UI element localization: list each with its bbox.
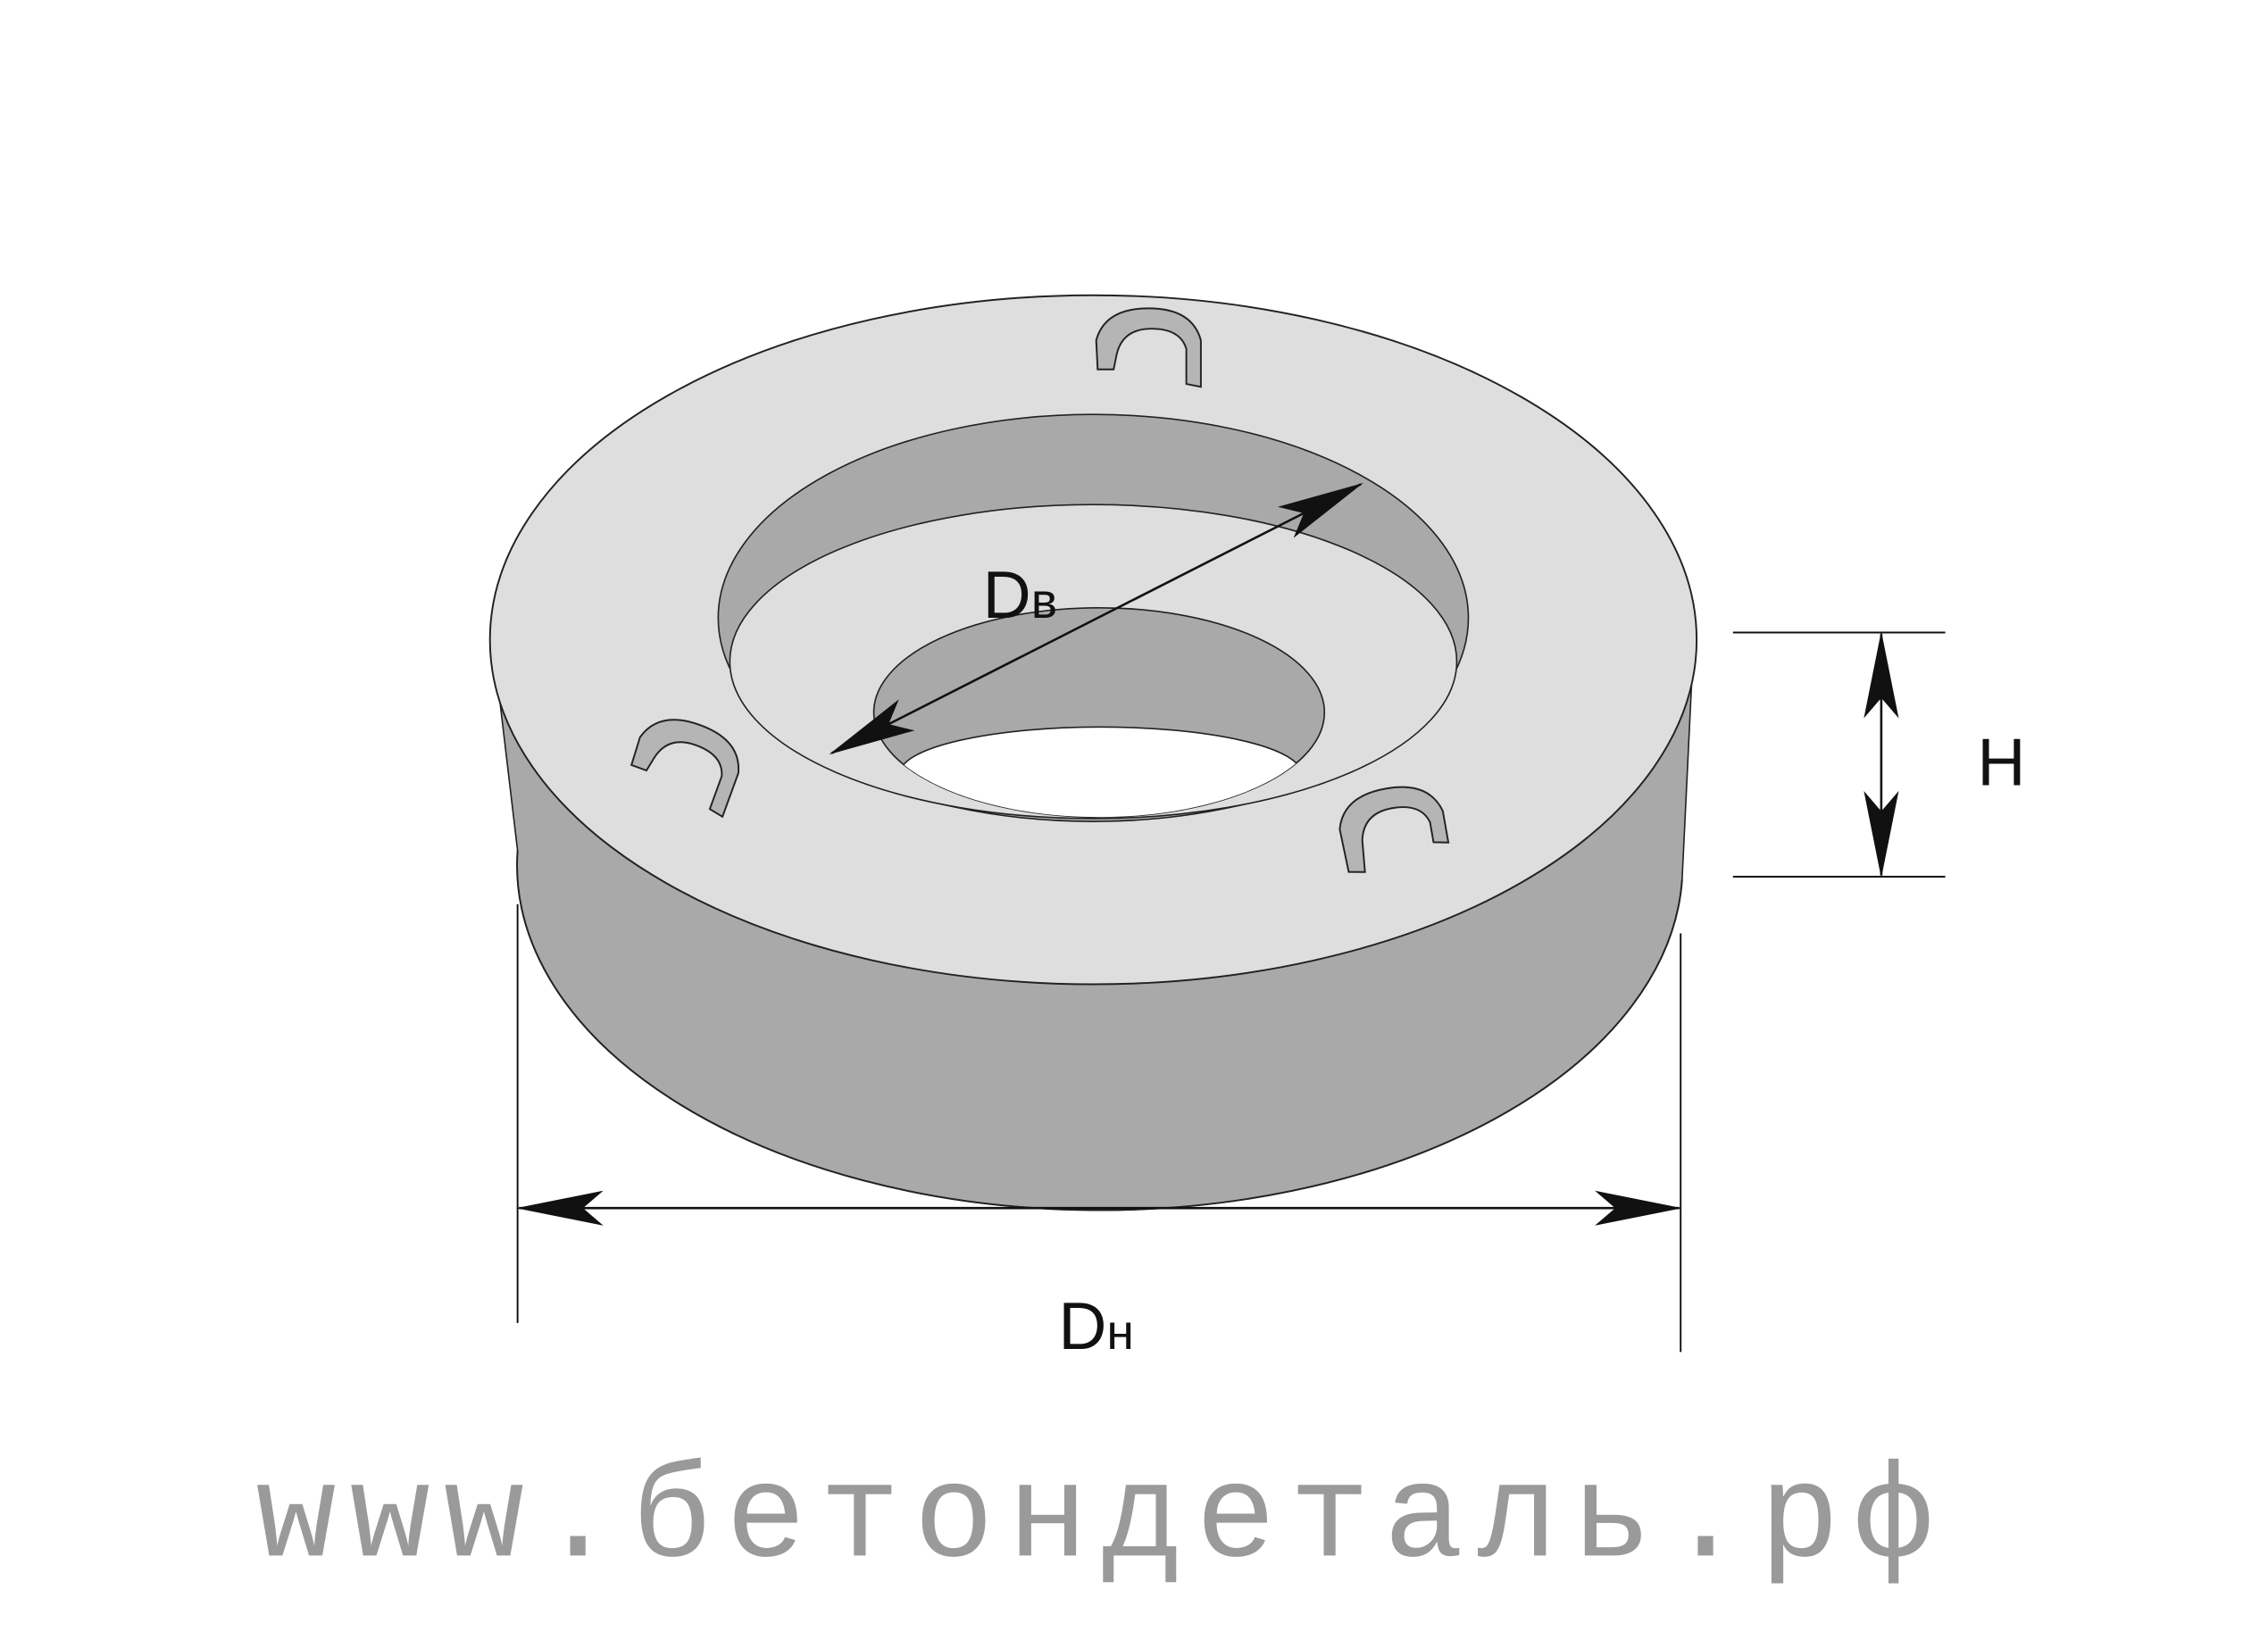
lifting-loop-icon: [630, 719, 739, 819]
watermark: www.бетондеталь.рф: [256, 1444, 1943, 1595]
inner-diameter-label: Dв: [983, 557, 1057, 632]
inner-diameter-arrow: [829, 482, 1363, 755]
height-label: H: [1977, 724, 2025, 799]
lifting-loop-icon: [1095, 307, 1202, 388]
lifting-loop-icon: [1338, 786, 1450, 873]
outer-diameter-label: Dн: [1058, 1288, 1134, 1363]
